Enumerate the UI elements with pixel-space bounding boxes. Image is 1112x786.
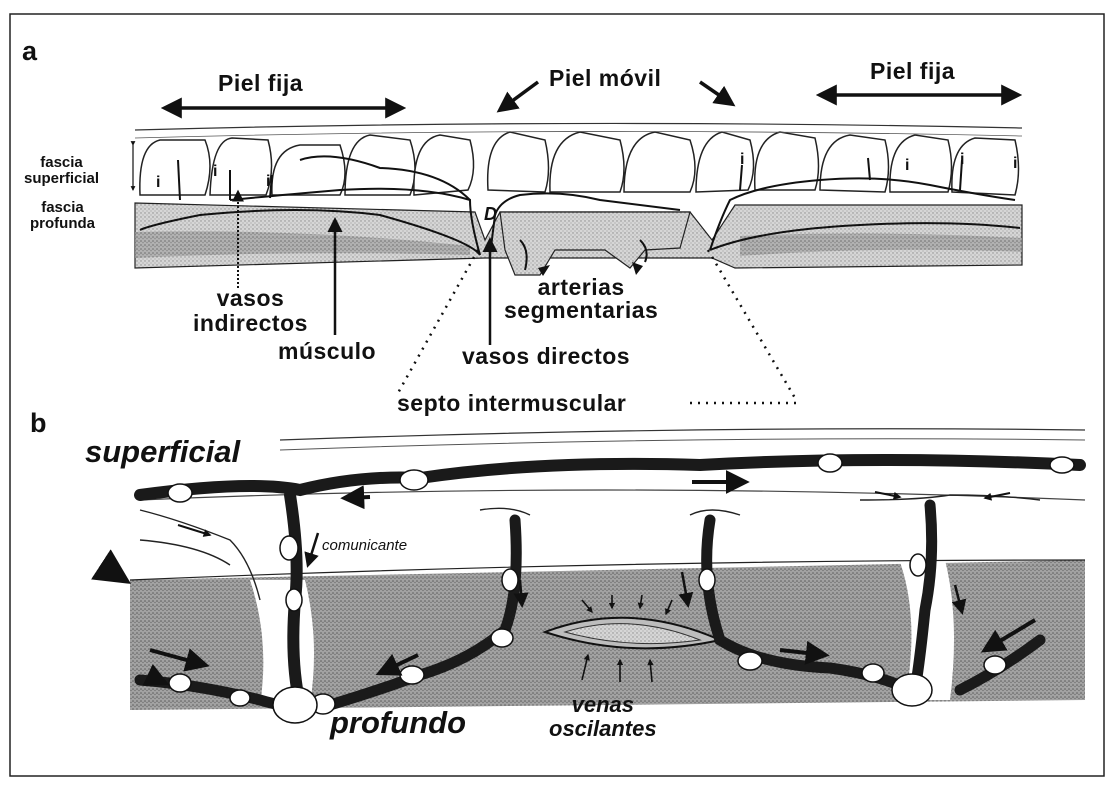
septo-intermuscular-label: septo intermuscular	[397, 390, 627, 416]
vasos-directos-label: vasos directos	[462, 343, 631, 369]
musculo-label: músculo	[278, 338, 377, 364]
arrows-panel-a	[130, 80, 1023, 345]
svg-text:i: i	[740, 151, 744, 168]
svg-text:i: i	[213, 163, 217, 180]
svg-text:i: i	[156, 174, 160, 191]
segmentarias-arrowheads	[538, 262, 643, 276]
panel-a-letter: a	[22, 36, 38, 66]
venous-valves	[167, 453, 1075, 724]
vessels-panel-a	[139, 155, 1021, 271]
svg-text:i: i	[960, 151, 964, 168]
figure-frame	[9, 13, 1105, 777]
profundo-label: profundo	[330, 705, 467, 740]
vasos-indirectos-label: vasos indirectos	[193, 285, 308, 336]
piel-movil-label: Piel móvil	[549, 65, 662, 91]
flow-arrows	[91, 470, 1037, 686]
markers-i: i i i i i i i	[156, 151, 1017, 191]
comunicante-label: comunicante	[322, 537, 408, 554]
fascia-superficial-label: fascia superficial	[24, 154, 100, 187]
marker-d: D	[484, 204, 497, 224]
svg-text:i: i	[905, 157, 909, 174]
arterias-segmentarias-label: arterias segmentarias	[504, 274, 659, 323]
panel-b-drawing	[91, 428, 1086, 724]
fascia-profunda-label: fascia profunda	[30, 199, 95, 232]
piel-fija-right-label: Piel fija	[870, 58, 956, 84]
oscillating-arrows	[581, 594, 673, 683]
piel-fija-left-label: Piel fija	[218, 70, 304, 96]
panel-a-drawing: D i i i i i i i	[130, 80, 1023, 405]
septo-dotted-lines	[396, 249, 800, 405]
superficial-label: superficial	[85, 434, 241, 469]
panel-b-letter: b	[30, 408, 47, 438]
fat-lobules	[139, 131, 1020, 196]
svg-text:i: i	[1013, 155, 1017, 172]
svg-text:i: i	[266, 173, 270, 190]
venas-oscilantes-label: venas oscilantes	[549, 692, 657, 741]
